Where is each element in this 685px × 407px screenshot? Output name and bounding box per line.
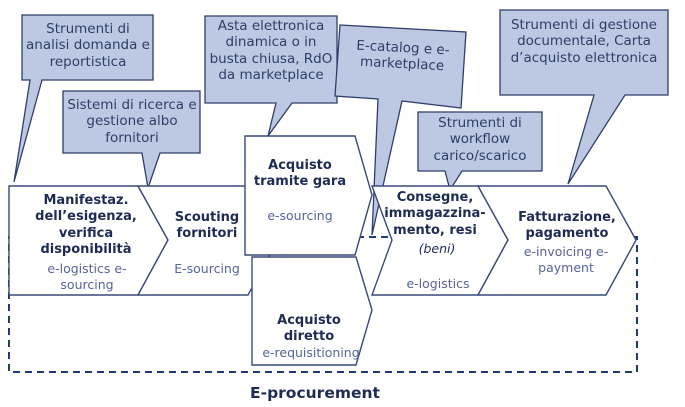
callout-auction-shape	[204, 15, 338, 137]
step-delivery-title: Consegne, immagazzina- mento, resi	[384, 190, 486, 238]
step-delivery-note: (beni)	[418, 241, 456, 256]
step-scouting-title: Scouting fornitori	[174, 210, 240, 242]
step-direct-title: Acquisto diretto	[277, 313, 341, 345]
step-invoicing-shape	[476, 185, 637, 296]
step-delivery-sub: e-logistics	[406, 276, 470, 291]
callout-documents-shape	[499, 9, 669, 185]
step-scouting-sub: E-sourcing	[174, 261, 240, 276]
callout-ecatalog-shape	[334, 24, 467, 236]
callout-suppliers-shape	[62, 90, 201, 189]
step-tender-sub: e-sourcing	[267, 208, 333, 223]
step-tender-title: Acquisto tramite gara	[253, 158, 347, 190]
step-invoicing-sub: e-invoicing e-payment	[523, 244, 609, 275]
step-demand-title: Manifestaz. dell’esigenza, verifica disp…	[35, 193, 137, 257]
step-demand-sub: e-logistics e-sourcing	[47, 261, 127, 292]
callout-documents-text: Strumenti di gestione documentale, Carta…	[510, 17, 658, 66]
step-direct-shape	[251, 256, 373, 366]
callout-workflow-shape	[417, 111, 543, 192]
step-tender-shape	[244, 135, 373, 256]
callout-suppliers-text: Sistemi di ricerca e gestione albo forni…	[67, 97, 197, 146]
callout-ecatalog-text: E-catalog e e-marketplace	[355, 37, 450, 75]
step-invoicing-title: Fatturazione, pagamento	[518, 210, 616, 242]
callout-analysis-text: Strumenti di analisi domanda e reportist…	[26, 21, 150, 70]
step-direct-sub: e-requisitioning	[262, 345, 360, 360]
callout-auction-text: Asta elettronica dinamica o in busta chi…	[209, 18, 333, 84]
e-procurement-label: E-procurement	[250, 384, 380, 402]
callout-workflow-text: Strumenti di workflow carico/scarico	[433, 115, 527, 164]
callout-analysis-shape	[13, 14, 154, 183]
